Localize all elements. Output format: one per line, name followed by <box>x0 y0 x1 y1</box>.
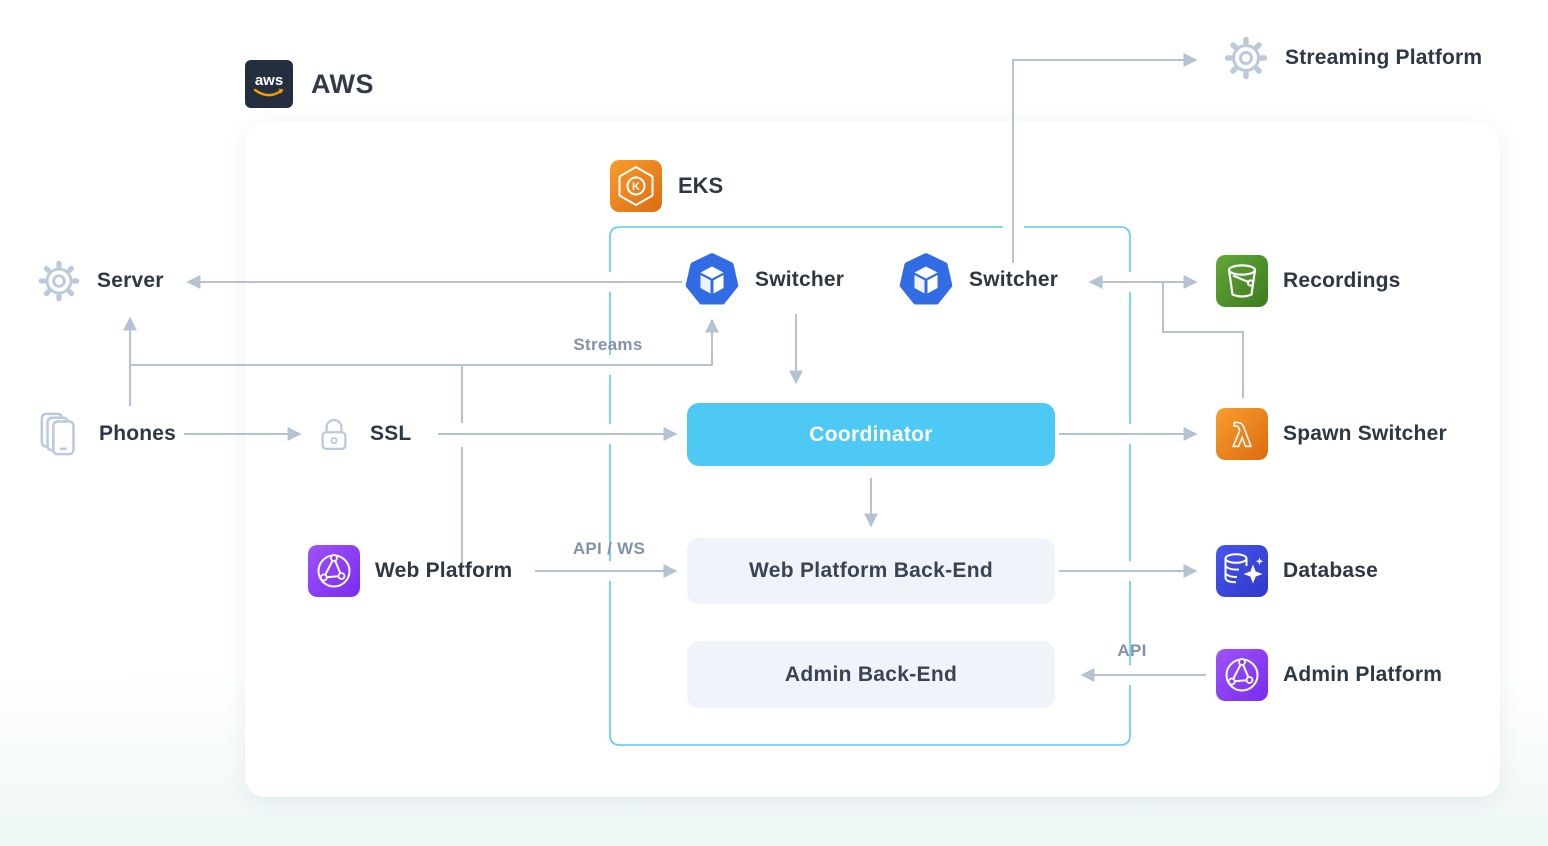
node-switcher-1: Switcher <box>684 252 844 308</box>
lock-icon <box>321 418 347 451</box>
phones-icon <box>40 412 75 456</box>
coordinator-label: Coordinator <box>809 422 933 446</box>
node-switcher-2: Switcher <box>898 252 1058 308</box>
aws-title: AWS <box>311 68 375 99</box>
kubernetes-icon <box>899 253 953 305</box>
recordings-label: Recordings <box>1283 269 1401 292</box>
database-label: Database <box>1283 559 1378 582</box>
node-recordings: Recordings <box>1216 255 1401 307</box>
lambda-glyph: λ <box>1232 418 1252 454</box>
aws-logo: aws <box>245 60 293 108</box>
coordinator-box: Coordinator <box>687 403 1055 466</box>
aws-header: aws AWS <box>245 60 374 108</box>
node-admin-platform: Admin Platform <box>1216 649 1442 701</box>
web-platform-label: Web Platform <box>375 559 513 582</box>
switcher-1-label: Switcher <box>755 268 845 291</box>
node-web-platform: Web Platform <box>308 545 512 597</box>
streaming-platform-label: Streaming Platform <box>1285 46 1483 69</box>
phones-label: Phones <box>99 422 177 445</box>
network-globe-icon <box>1216 649 1268 701</box>
kubernetes-icon <box>685 253 739 305</box>
node-database: Database <box>1216 545 1378 597</box>
switcher-2-label: Switcher <box>969 268 1059 291</box>
admin-backend-box: Admin Back-End <box>687 641 1055 708</box>
aws-logo-icon: aws <box>253 72 284 97</box>
node-streaming-platform: Streaming Platform <box>1222 34 1482 82</box>
node-server: Server <box>36 258 164 304</box>
eks-icon-letter: K <box>632 181 640 193</box>
api-ws-edge-label: API / WS <box>572 539 646 558</box>
gear-icon <box>38 260 80 302</box>
lambda-icon: λ <box>1216 408 1268 460</box>
eks-title: EKS <box>678 173 724 198</box>
server-label: Server <box>97 269 164 292</box>
ssl-label: SSL <box>370 422 412 445</box>
web-platform-backend-label: Web Platform Back-End <box>749 559 993 582</box>
node-spawn-switcher: λ Spawn Switcher <box>1216 408 1447 460</box>
eks-header: K EKS <box>610 160 723 212</box>
eks-icon: K <box>610 160 662 212</box>
api-edge-label: API <box>1117 641 1147 660</box>
node-phones: Phones <box>38 410 176 458</box>
database-icon <box>1216 545 1268 597</box>
bucket-icon <box>1216 255 1268 307</box>
admin-backend-label: Admin Back-End <box>784 662 958 686</box>
gear-icon <box>1224 36 1268 80</box>
aws-logo-text: aws <box>255 72 283 89</box>
admin-platform-label: Admin Platform <box>1283 663 1443 686</box>
node-ssl: SSL <box>313 413 411 455</box>
web-platform-backend-box: Web Platform Back-End <box>687 538 1055 604</box>
streams-edge-label: Streams <box>573 335 643 354</box>
network-globe-icon <box>308 545 360 597</box>
spawn-switcher-label: Spawn Switcher <box>1283 422 1447 445</box>
